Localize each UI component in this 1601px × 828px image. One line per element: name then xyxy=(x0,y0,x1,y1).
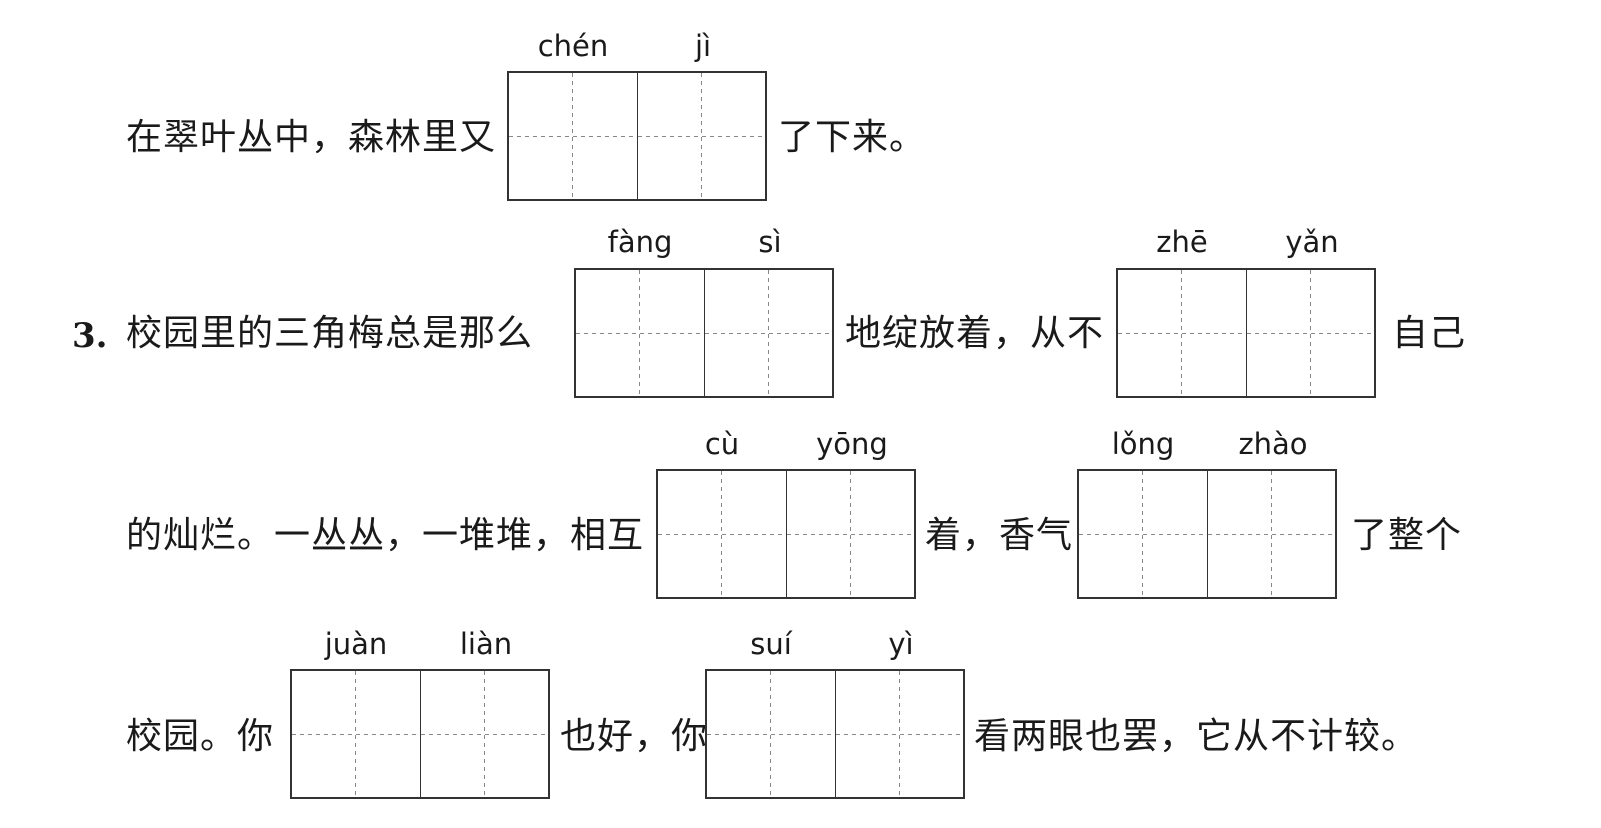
pinyin-label: jì xyxy=(694,29,712,63)
writing-cell[interactable] xyxy=(658,471,786,597)
answer-box-chenji[interactable] xyxy=(507,71,767,201)
pinyin-label: suí xyxy=(750,627,792,661)
writing-cell[interactable] xyxy=(1079,471,1207,597)
line3-text-after: 了整个 xyxy=(1351,515,1463,556)
answer-box-juanlian[interactable] xyxy=(290,669,550,799)
pinyin-label: juàn xyxy=(324,627,388,661)
line2-text-before: 校园里的三角梅总是那么 xyxy=(126,313,534,354)
writing-cell[interactable] xyxy=(576,270,704,396)
pinyin-label: chén xyxy=(537,29,609,63)
writing-cell[interactable] xyxy=(834,671,963,797)
answer-box-cuyong[interactable] xyxy=(656,469,916,599)
pinyin-label: yǎn xyxy=(1285,225,1339,259)
line1-text-after: 了下来。 xyxy=(778,117,927,158)
line4-text-after: 看两眼也罢，它从不计较。 xyxy=(974,716,1419,757)
pinyin-label: yì xyxy=(888,627,914,661)
writing-cell[interactable] xyxy=(703,270,832,396)
line1-text-before: 在翠叶丛中，森林里又 xyxy=(126,117,497,158)
line4-text-before: 校园。你 xyxy=(126,716,275,757)
line3-text-before: 的灿烂。一丛丛，一堆堆，相互 xyxy=(126,515,645,556)
line2-text-middle: 地绽放着，从不 xyxy=(845,313,1105,354)
writing-cell[interactable] xyxy=(707,671,835,797)
pinyin-label: zhào xyxy=(1238,427,1308,461)
writing-cell[interactable] xyxy=(1206,471,1335,597)
pinyin-label: cù xyxy=(704,427,740,461)
pinyin-label: sì xyxy=(758,225,782,259)
writing-cell[interactable] xyxy=(1118,270,1246,396)
writing-cell[interactable] xyxy=(419,671,548,797)
writing-cell[interactable] xyxy=(292,671,420,797)
pinyin-label: zhē xyxy=(1156,225,1208,259)
writing-cell[interactable] xyxy=(1245,270,1374,396)
answer-box-fangsi[interactable] xyxy=(574,268,834,398)
writing-cell[interactable] xyxy=(509,73,637,199)
answer-box-zheyan[interactable] xyxy=(1116,268,1376,398)
answer-box-longzhao[interactable] xyxy=(1077,469,1337,599)
line2-text-after: 自己 xyxy=(1392,313,1467,354)
line3-text-middle: 着，香气 xyxy=(925,515,1074,556)
line4-text-middle: 也好，你 xyxy=(560,716,709,757)
question-number: 3. xyxy=(72,316,108,356)
pinyin-label: yōng xyxy=(816,427,888,461)
pinyin-label: fàng xyxy=(607,225,673,259)
writing-cell[interactable] xyxy=(785,471,914,597)
pinyin-label: liàn xyxy=(459,627,513,661)
writing-cell[interactable] xyxy=(636,73,765,199)
pinyin-label: lǒng xyxy=(1111,427,1175,461)
answer-box-suiyi[interactable] xyxy=(705,669,965,799)
